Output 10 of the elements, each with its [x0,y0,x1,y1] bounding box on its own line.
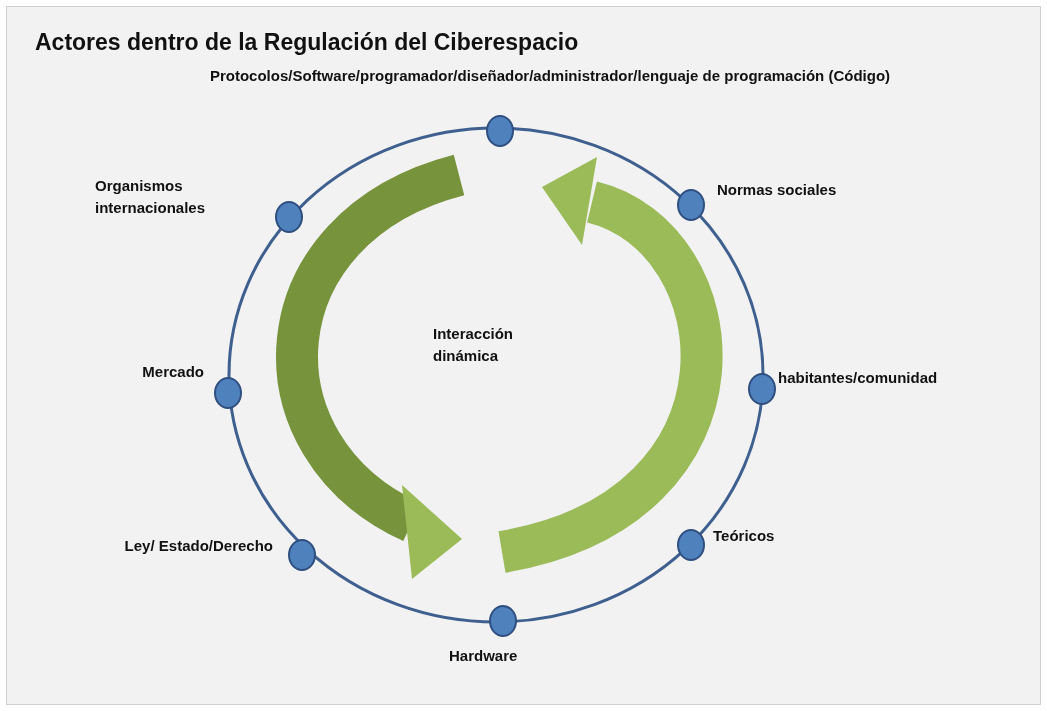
node-label: Normas sociales [717,180,838,200]
node-label: Protocolos/Software/programador/diseñador/administrador/lenguaje de programación (Código) [208,66,892,86]
center-label: Interacción dinámica [433,324,515,366]
node-label: habitantes/comunidad [778,368,939,388]
node-label: Hardware [449,646,519,666]
node-label: Teóricos [713,526,776,546]
node-label: Mercado [141,362,204,382]
node-label: Organismos internacionales [95,176,207,218]
node-label: Ley/ Estado/Derecho [123,536,273,556]
diagram-title: Actores dentro de la Regulación del Ciberespacio [35,29,579,56]
